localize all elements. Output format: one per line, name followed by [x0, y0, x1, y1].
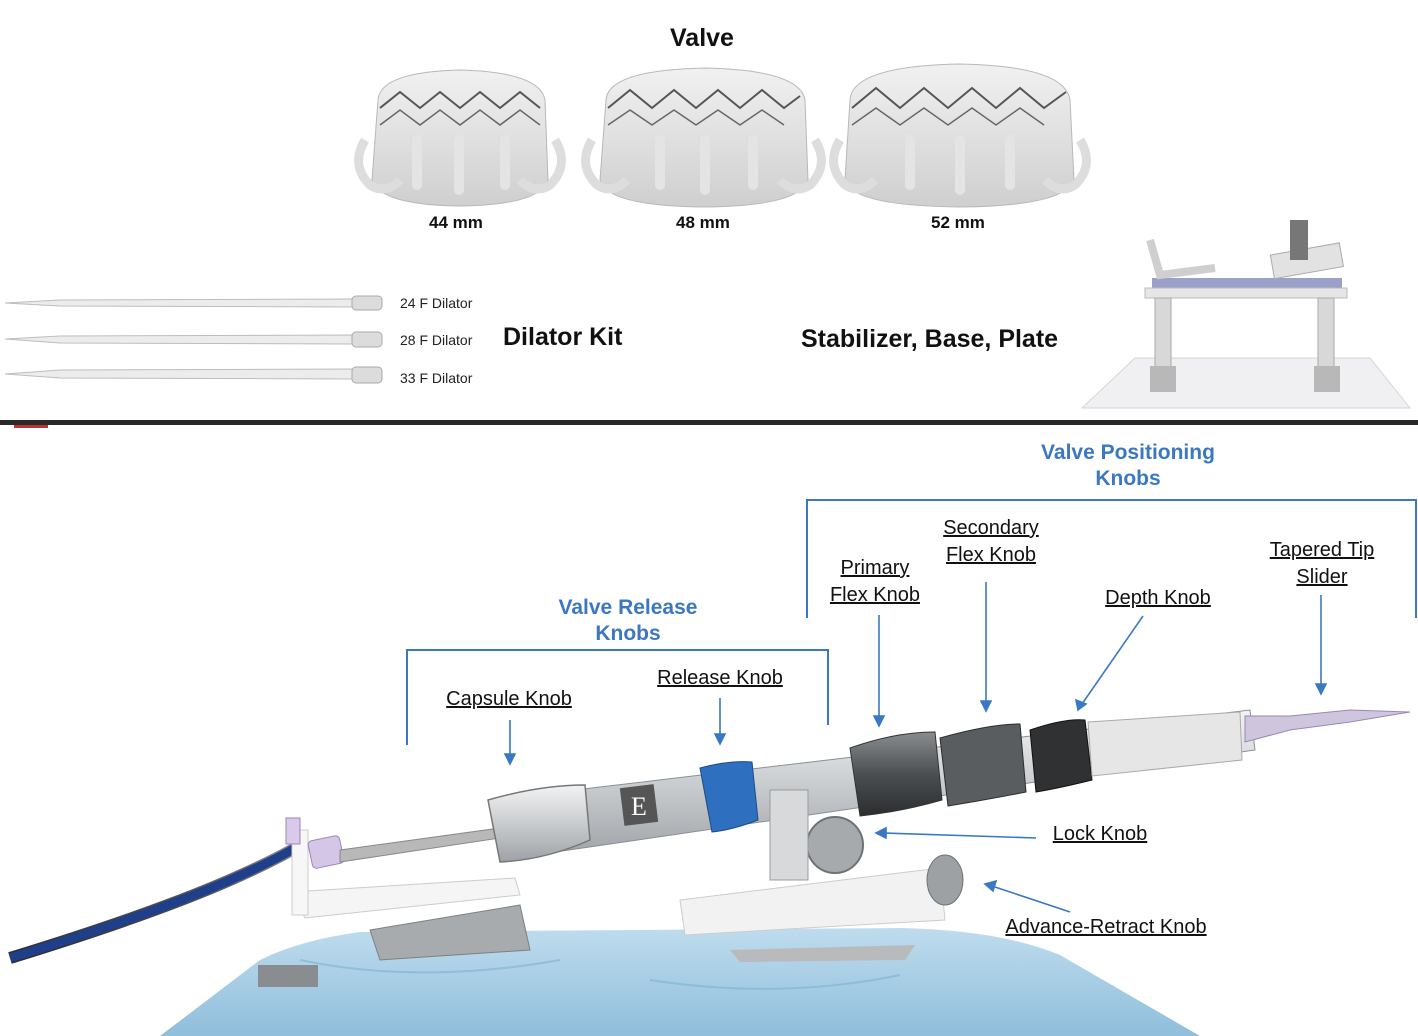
stand-image	[258, 829, 946, 987]
lock-knob-arrow	[883, 832, 1037, 839]
dilator-28f-image	[4, 331, 383, 348]
depth-knob-arrow	[1081, 615, 1144, 705]
valve-title: Valve	[670, 24, 734, 52]
advance-retract-arrow	[991, 885, 1071, 913]
secondary-flex-knob-label: Secondary Flex Knob	[943, 517, 1039, 566]
lock-knob-label: Lock Knob	[1052, 823, 1148, 845]
dilator-label-24f: 24 F Dilator	[400, 295, 473, 311]
dilator-kit-label: Dilator Kit	[503, 323, 623, 351]
capsule-knob-label: Capsule Knob	[446, 688, 572, 710]
valve-release-bracket	[406, 649, 829, 745]
section-divider	[0, 420, 1418, 425]
valve-44mm-image	[354, 69, 566, 207]
tapered-tip-slider-label: Tapered Tip Slider	[1269, 539, 1375, 588]
release-knob-label: Release Knob	[657, 667, 783, 689]
dilator-label-28f: 28 F Dilator	[400, 332, 473, 348]
valve-positioning-bracket	[806, 499, 1417, 618]
brand-mark: E	[631, 792, 647, 821]
depth-knob-label: Depth Knob	[1105, 587, 1211, 609]
dilator-24f-image	[4, 295, 383, 311]
valve-size-52: 52 mm	[931, 213, 985, 232]
valve-size-48: 48 mm	[676, 213, 730, 232]
stabilizer-label: Stabilizer, Base, Plate	[801, 325, 1059, 353]
stabilizer-image	[1080, 220, 1412, 409]
dilator-33f-image	[4, 366, 383, 384]
valve-48mm-image	[581, 67, 826, 208]
valve-release-heading: Valve Release Knobs	[558, 596, 698, 645]
valve-positioning-heading: Valve Positioning Knobs	[1041, 441, 1215, 490]
advance-retract-knob-label: Advance-Retract Knob	[1005, 916, 1207, 938]
valve-52mm-image	[829, 63, 1091, 208]
valve-size-44: 44 mm	[429, 213, 483, 232]
dilator-label-33f: 33 F Dilator	[400, 370, 473, 386]
delivery-system-handle	[487, 709, 1411, 906]
luer-port	[285, 817, 345, 869]
primary-flex-knob-label: Primary Flex Knob	[829, 557, 921, 606]
